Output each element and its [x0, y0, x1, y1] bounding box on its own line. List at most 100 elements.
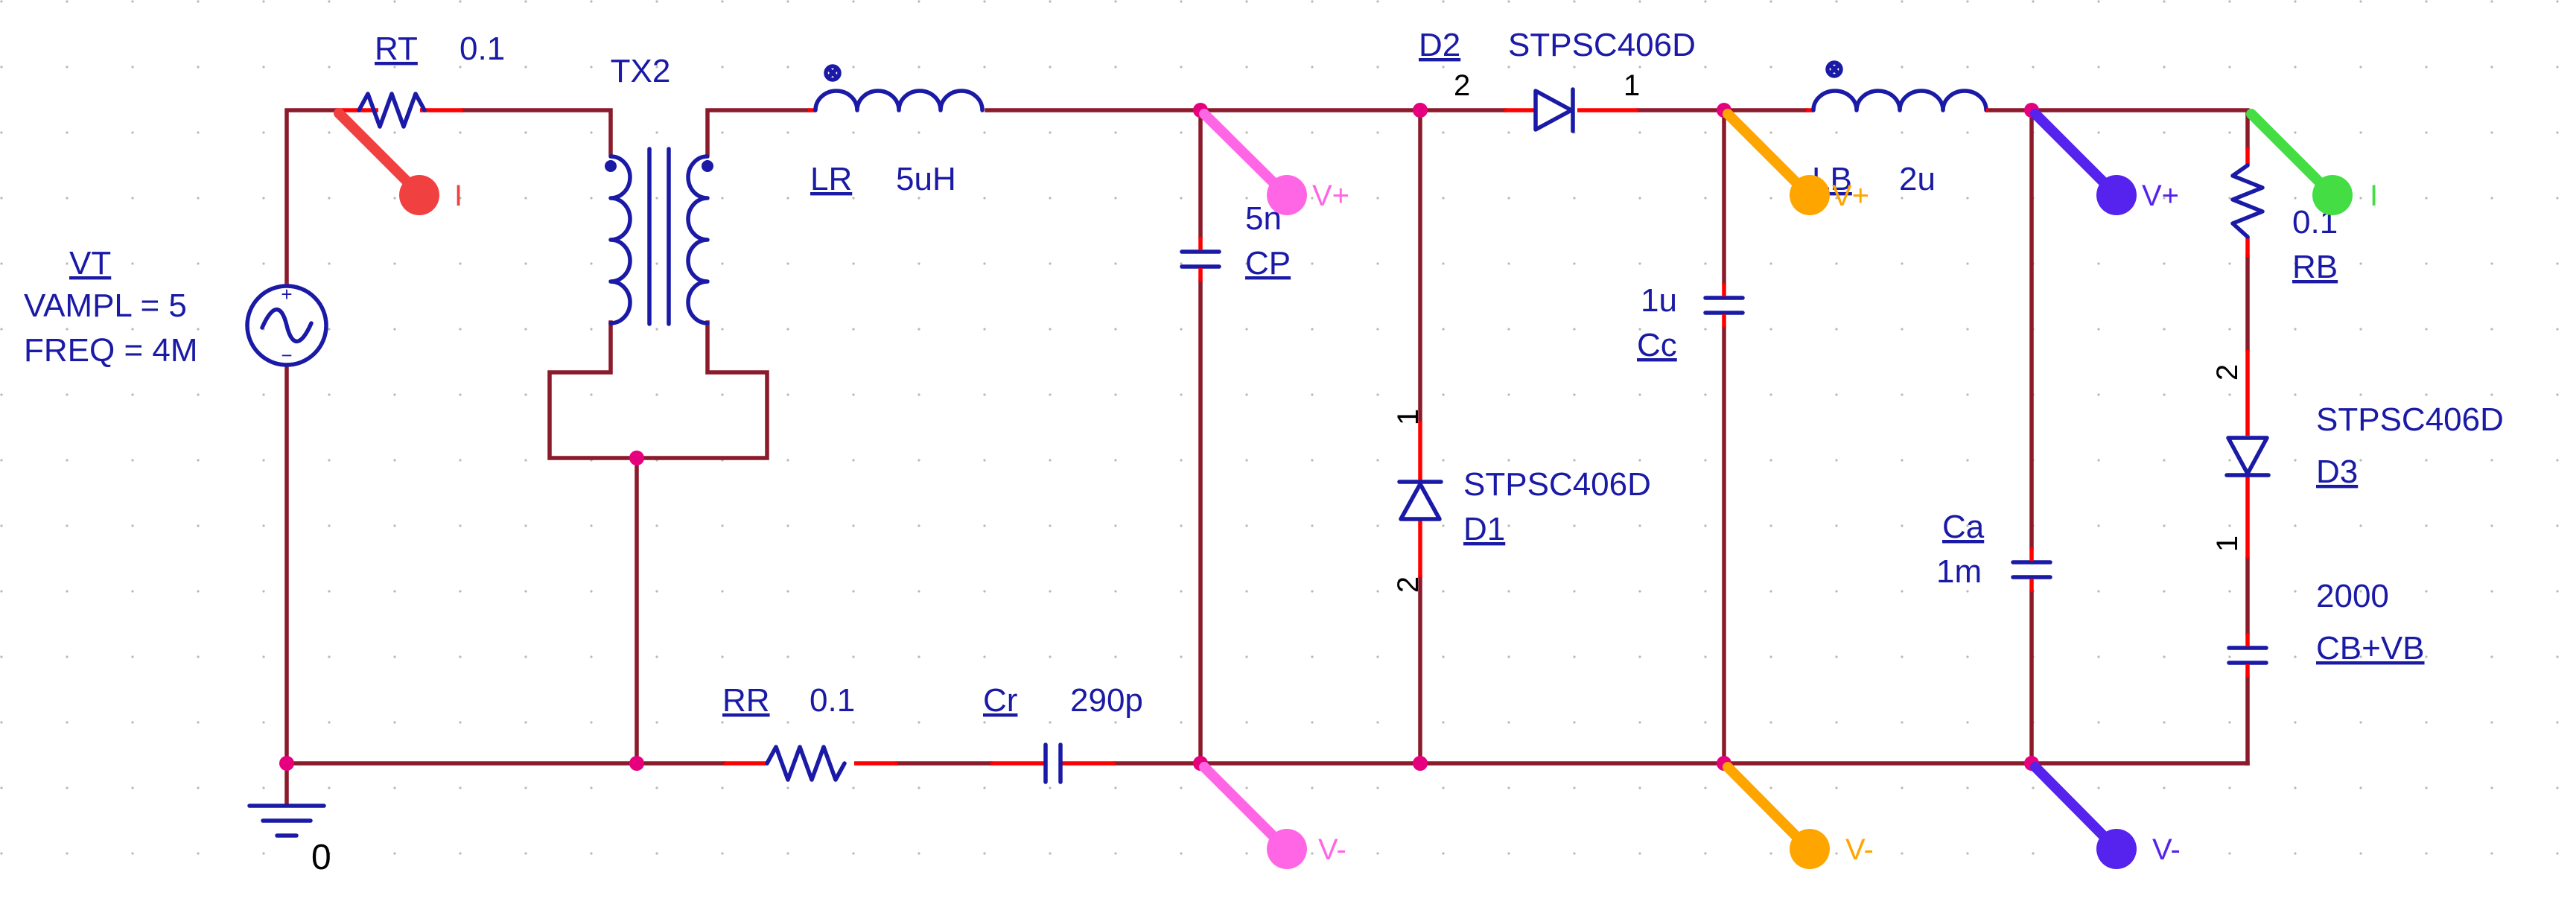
component-d2[interactable]: D2 STPSC406D 2 1 [1419, 27, 1696, 133]
cp-ref: CP [1245, 245, 1291, 282]
component-cb[interactable]: 2000 CB+VB [2227, 578, 2425, 678]
probe-voltage-plus-purple[interactable]: V+ [2030, 109, 2179, 215]
d1-ref: D1 [1463, 511, 1505, 547]
probe-label: V+ [1832, 179, 1869, 212]
junction-dot [279, 756, 294, 771]
probe-voltage-plus-magenta[interactable]: V+ [1199, 109, 1349, 215]
component-lr[interactable]: LR 5uH [808, 64, 985, 197]
component-ca[interactable]: Ca 1m [1936, 509, 2052, 592]
component-cr[interactable]: Cr 290p [983, 682, 1143, 784]
probe-voltage-minus-magenta[interactable]: V- [1199, 762, 1346, 869]
probe-voltage-minus-purple[interactable]: V- [2030, 762, 2181, 869]
component-cp[interactable]: 5n CP [1180, 200, 1291, 282]
d3-pin-top: 2 [2211, 364, 2244, 381]
d2-ref: D2 [1419, 27, 1460, 63]
rt-ref: RT [375, 31, 418, 67]
svg-text:+: + [281, 283, 292, 305]
lr-ref: LR [810, 161, 852, 197]
diode-icon [1397, 480, 1443, 521]
d3-value: STPSC406D [2316, 401, 2504, 438]
component-rr[interactable]: RR 0.1 [722, 682, 897, 782]
ground-label: 0 [311, 838, 331, 877]
cb-ref: CB+VB [2316, 630, 2425, 667]
probe-label: V- [2152, 833, 2181, 866]
d2-pin-cathode: 1 [1623, 69, 1640, 102]
rr-ref: RR [722, 682, 770, 719]
component-vt[interactable]: + − VT VAMPL = 5 FREQ = 4M [24, 245, 328, 369]
component-cc[interactable]: 1u Cc [1637, 282, 1745, 363]
d2-pin-anode: 2 [1454, 69, 1470, 102]
resistor-icon [765, 745, 847, 782]
lr-value: 5uH [896, 161, 956, 197]
probe-marker-icon [1267, 829, 1307, 869]
resistor-icon [357, 92, 427, 129]
probe-marker-icon [2096, 175, 2137, 215]
probe-marker-icon [1790, 175, 1830, 215]
d3-pin-bottom: 1 [2211, 535, 2244, 552]
probe-current-green[interactable]: I [2246, 109, 2378, 215]
probe-voltage-plus-orange[interactable]: V+ [1723, 109, 1869, 215]
component-d1[interactable]: STPSC406D D1 1 2 [1392, 409, 1651, 593]
junction-dot [629, 451, 644, 465]
cr-value: 290p [1070, 682, 1143, 719]
probe-marker-icon [2312, 175, 2353, 215]
wire-tx2-sec-top[interactable] [705, 108, 810, 156]
cc-value: 1u [1641, 282, 1677, 319]
vt-amplitude: VAMPL = 5 [24, 287, 187, 324]
probe-marker-icon [1790, 829, 1830, 869]
lr-dot-marker [824, 64, 842, 82]
cb-value: 2000 [2316, 578, 2389, 614]
d1-pin-bottom: 2 [1392, 576, 1425, 593]
diode-icon [2224, 436, 2271, 477]
probe-label: V- [1318, 833, 1346, 866]
lb-dot-marker [1825, 60, 1843, 78]
wire-ca-node-to-rb[interactable] [2029, 108, 2250, 150]
cr-ref: Cr [983, 682, 1017, 719]
probe-marker-icon [399, 175, 439, 215]
tx2-primary-dot [605, 160, 617, 172]
d3-ref: D3 [2316, 454, 2358, 490]
transformer-icon [608, 147, 710, 326]
wire-tx2-primary-bottom[interactable] [547, 320, 769, 460]
probe-marker-icon [2096, 829, 2137, 869]
d2-value: STPSC406D [1508, 27, 1696, 63]
cc-ref: Cc [1637, 327, 1677, 363]
vt-frequency: FREQ = 4M [24, 332, 198, 369]
rt-value: 0.1 [459, 31, 505, 67]
probe-current-red[interactable]: I [334, 108, 462, 215]
probe-label: V+ [1312, 179, 1349, 212]
diode-icon [1533, 87, 1575, 133]
d1-value: STPSC406D [1463, 466, 1651, 503]
component-d3[interactable]: STPSC406D D3 2 1 [2211, 350, 2504, 559]
probe-label: V- [1845, 833, 1874, 866]
resistor-icon [2230, 163, 2265, 239]
d1-pin-top: 1 [1392, 409, 1425, 425]
ca-ref: Ca [1942, 509, 1985, 545]
probe-marker-icon [1267, 175, 1307, 215]
rr-value: 0.1 [810, 682, 855, 719]
component-lb[interactable]: LB 2u [1806, 60, 1988, 197]
tx2-secondary-dot [702, 160, 713, 172]
ground-icon [247, 804, 326, 838]
inductor-icon [813, 89, 985, 112]
tx2-ref: TX2 [611, 53, 671, 89]
sine-voltage-source-icon [245, 284, 328, 367]
inductor-icon [1811, 89, 1988, 112]
probe-label: I [454, 179, 462, 212]
vt-ref: VT [69, 245, 111, 282]
component-tx2[interactable]: TX2 [605, 53, 713, 326]
svg-text:−: − [281, 344, 292, 366]
ca-value: 1m [1936, 553, 1982, 590]
wire-left-top[interactable] [284, 108, 337, 285]
junction-dot [1413, 103, 1428, 118]
junction-dot [1413, 756, 1428, 771]
wire-rt-to-tx2[interactable] [461, 108, 613, 156]
component-rt[interactable]: RT 0.1 [335, 31, 505, 129]
junction-dot [629, 756, 644, 771]
ground-symbol[interactable]: 0 [247, 761, 331, 877]
probe-label: V+ [2142, 179, 2179, 212]
probe-voltage-minus-orange[interactable]: V- [1723, 762, 1874, 869]
lb-value: 2u [1899, 161, 1936, 197]
